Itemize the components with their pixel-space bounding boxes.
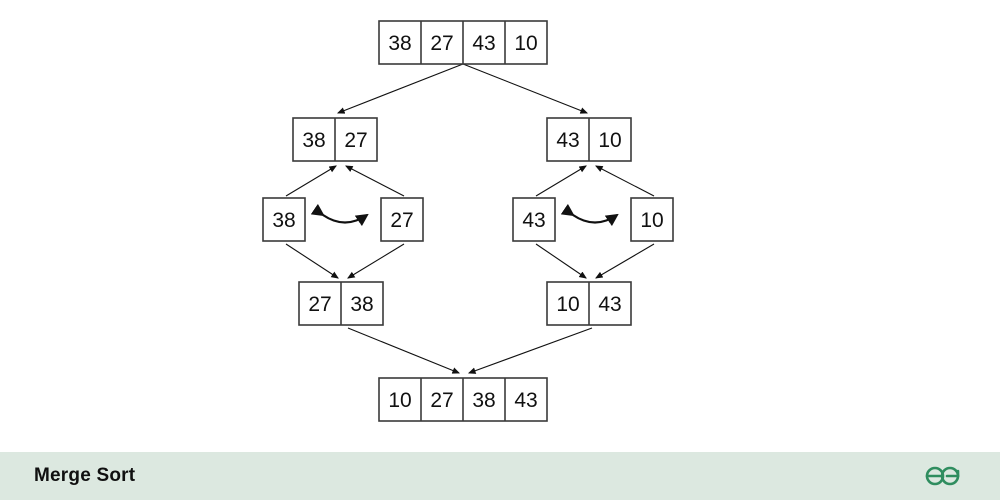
array-cell-value: 38 (350, 293, 373, 316)
array-cell-value: 27 (344, 129, 367, 152)
array-cell-value: 43 (598, 293, 621, 316)
swap-arrows-layer (310, 203, 619, 227)
tree-edge-down (336, 63, 464, 114)
array-cell-value: 27 (390, 209, 413, 232)
tree-edge-down (595, 243, 655, 279)
tree-edge-up (535, 165, 587, 197)
array-node: 43 10 (546, 117, 632, 162)
array-cell-value: 10 (556, 293, 579, 316)
tree-edge-down (462, 63, 589, 114)
array-cell-value: 38 (388, 32, 411, 55)
array-box (630, 197, 674, 242)
array-cell-value: 38 (272, 209, 295, 232)
tree-edge-down (347, 327, 461, 374)
swap-compare-arrow (560, 203, 619, 227)
array-cell-value: 27 (308, 293, 331, 316)
array-node: 27 (380, 197, 424, 242)
array-node: 10 (630, 197, 674, 242)
array-box (512, 197, 556, 242)
array-node: 10 27 38 43 (378, 377, 548, 422)
tree-edge-down (535, 243, 587, 279)
array-box (380, 197, 424, 242)
swap-compare-arrow (310, 203, 369, 227)
array-cell-value: 43 (556, 129, 579, 152)
tree-edge-up (595, 165, 655, 197)
array-cell-value: 10 (388, 389, 411, 412)
footer-bar: Merge Sort (0, 452, 1000, 500)
array-cell-value: 27 (430, 32, 453, 55)
tree-edge-down (347, 243, 405, 279)
array-cell-value: 43 (514, 389, 537, 412)
merge-sort-diagram: 38 27 43 10 38 27 43 10 38 27 43 10 27 38 10 43 10 27 38 43 (262, 20, 674, 422)
array-node: 38 27 (292, 117, 378, 162)
array-cell-value: 10 (598, 129, 621, 152)
array-cell-value: 38 (302, 129, 325, 152)
array-cell-value: 10 (514, 32, 537, 55)
array-cell-value: 10 (640, 209, 663, 232)
tree-edge-down (467, 327, 593, 374)
array-cell-value: 43 (522, 209, 545, 232)
edges-layer (285, 63, 655, 374)
array-node: 43 (512, 197, 556, 242)
array-node: 27 38 (298, 281, 384, 326)
geeksforgeeks-logo (925, 466, 960, 486)
tree-edge-up (285, 165, 337, 197)
array-cell-value: 38 (472, 389, 495, 412)
array-cell-value: 43 (472, 32, 495, 55)
page-title: Merge Sort (34, 465, 136, 486)
array-node: 38 27 43 10 (378, 20, 548, 65)
array-node: 10 43 (546, 281, 632, 326)
array-cell-value: 27 (430, 389, 453, 412)
array-nodes-layer: 38 27 43 10 38 27 43 10 38 27 43 10 27 38 10 43 10 27 38 43 (262, 20, 674, 422)
array-box (262, 197, 306, 242)
tree-edge-down (285, 243, 339, 279)
array-node: 38 (262, 197, 306, 242)
tree-edge-up (345, 165, 405, 197)
